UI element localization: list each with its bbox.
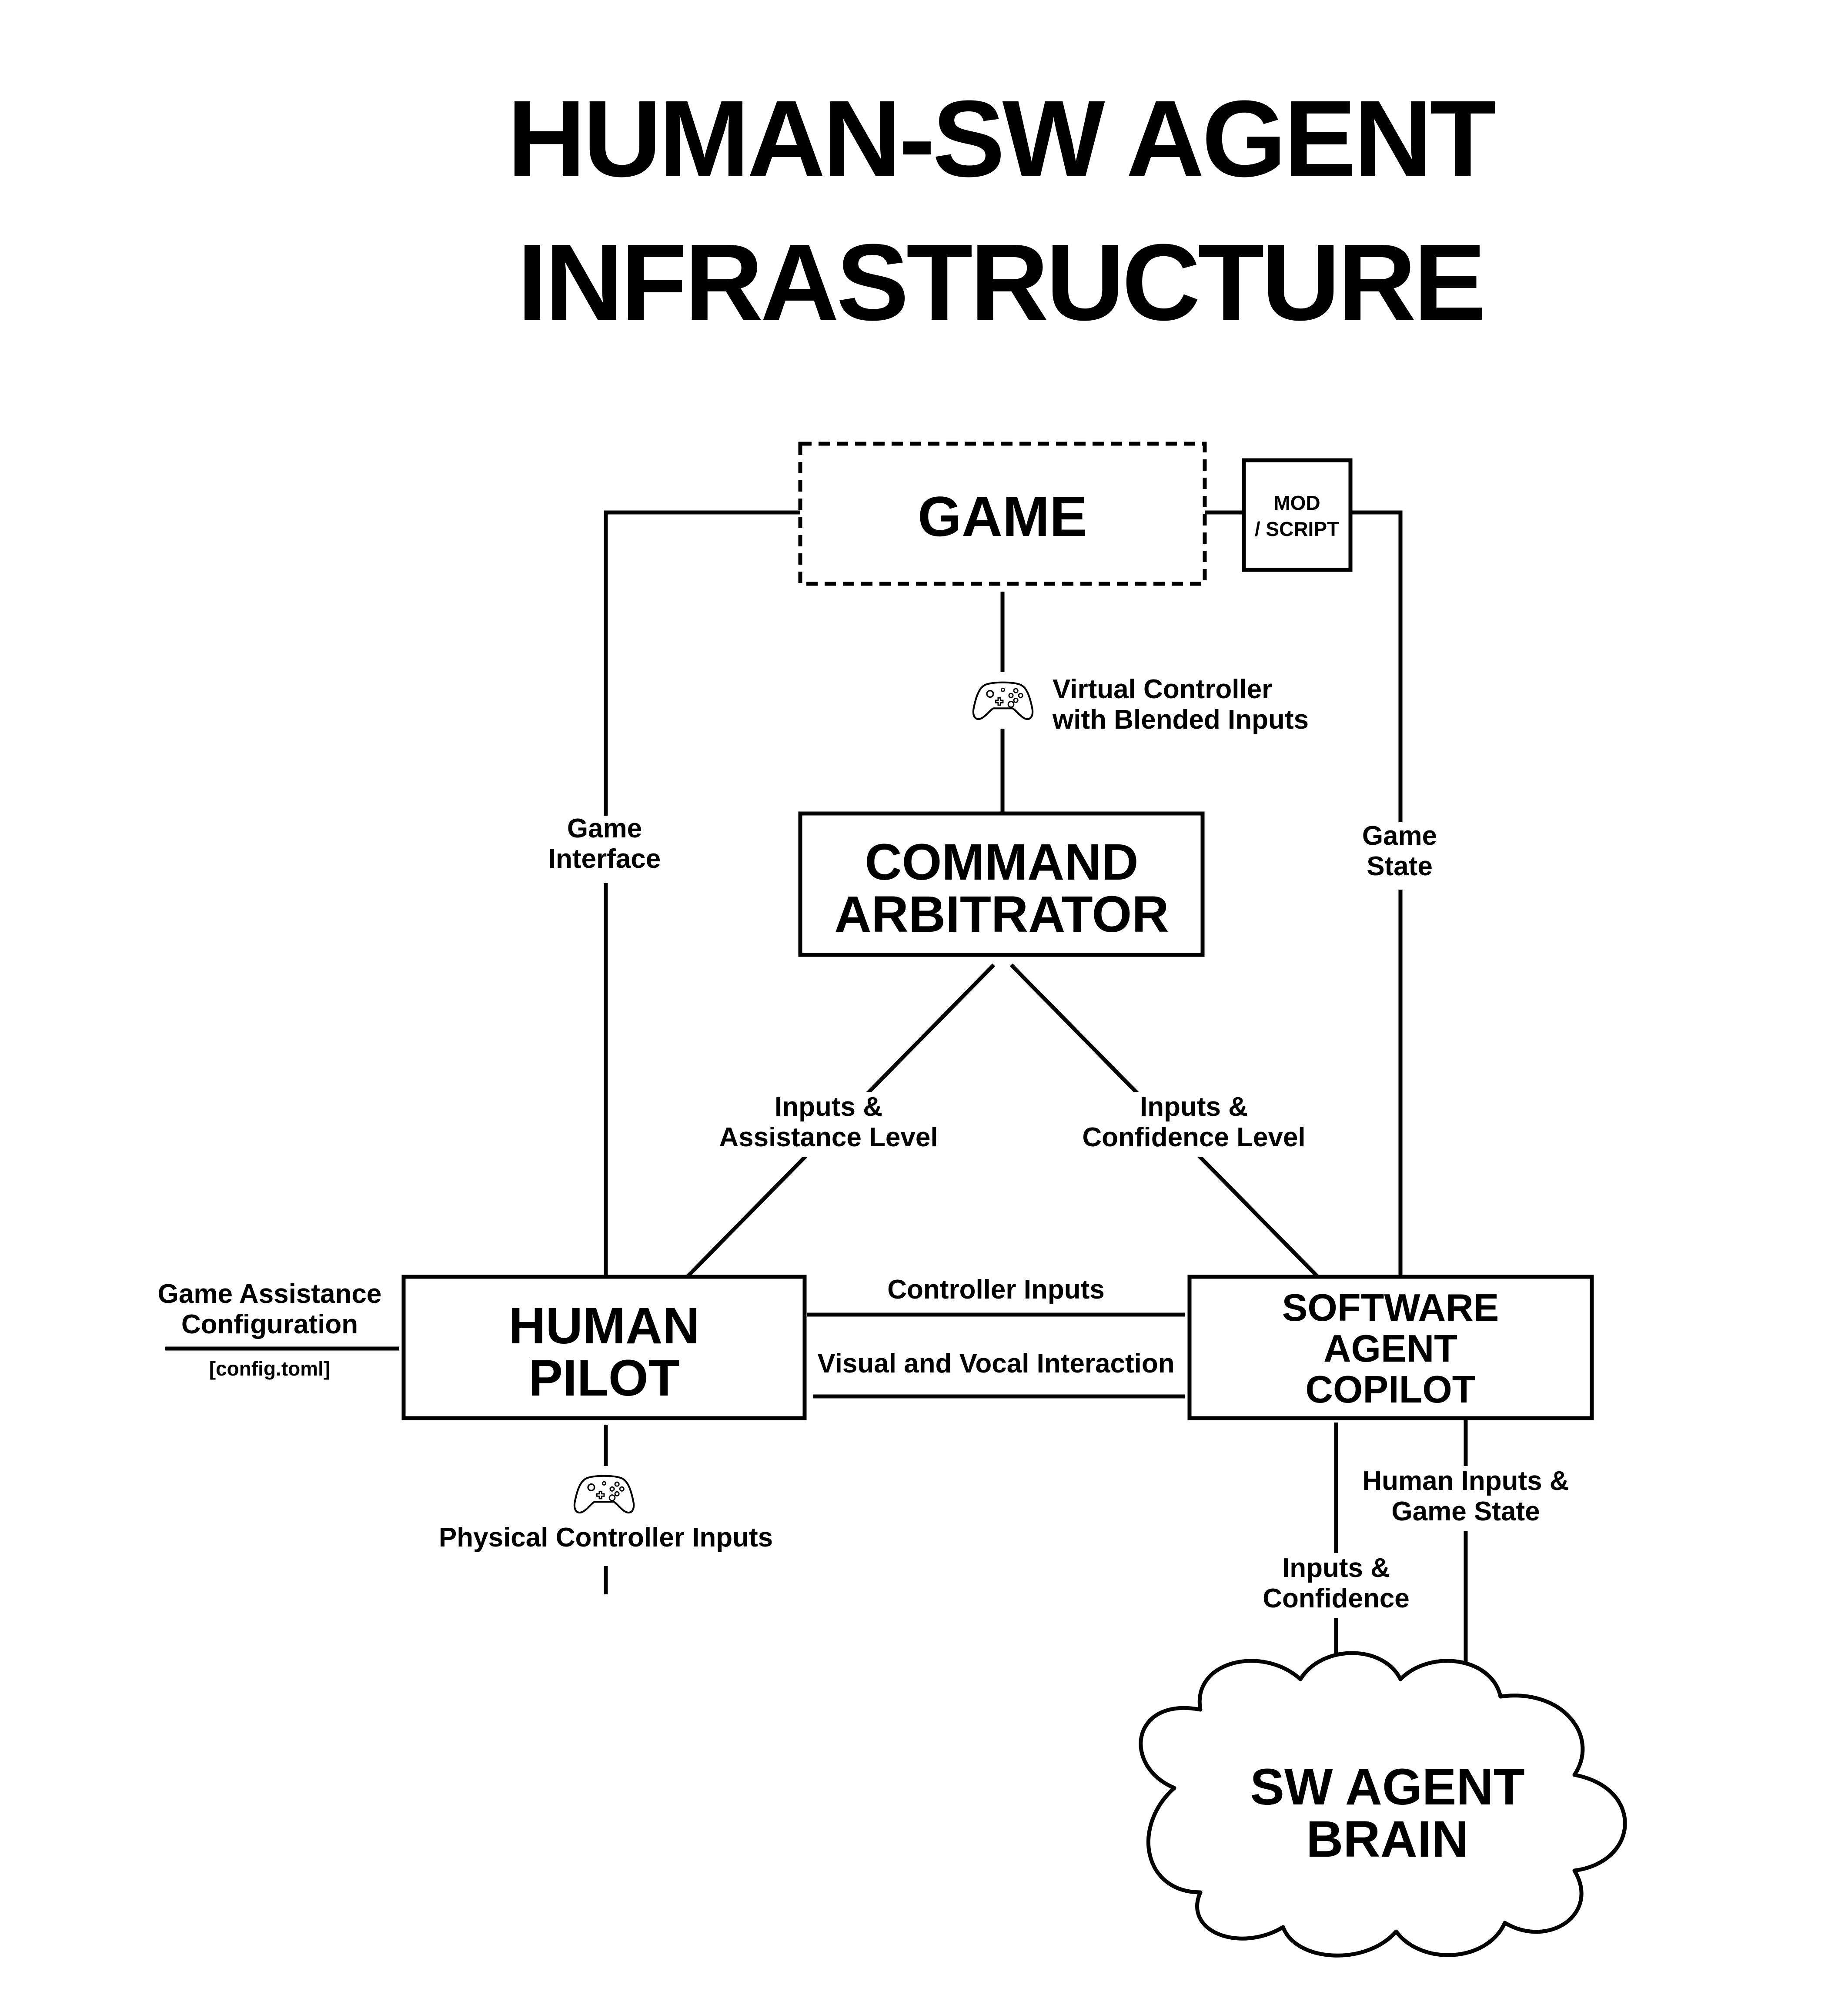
inputs-confidence-line-2: Confidence [1263, 1583, 1410, 1613]
label-inputs-confidence: Inputs & Confidence [1261, 1553, 1411, 1618]
brain-line-1: SW AGENT [1250, 1758, 1524, 1816]
node-software-agent-copilot: SOFTWARE AGENT COPILOT [1187, 1275, 1594, 1420]
human-pilot-line-2: PILOT [528, 1349, 679, 1407]
inputs-confidence-level-line-2: Confidence Level [1082, 1122, 1305, 1152]
inputs-assistance-line-1: Inputs & [775, 1092, 882, 1122]
game-state-line-2: State [1367, 851, 1433, 881]
label-game-assistance-config: Game Assistance Configuration [config.to… [158, 1279, 382, 1380]
human-pilot-line-1: HUMAN [508, 1297, 699, 1355]
config-file-label: [config.toml] [209, 1357, 331, 1380]
virtual-controller-line-2: with Blended Inputs [1052, 705, 1309, 735]
game-interface-line-2: Interface [548, 844, 661, 874]
label-game-state: Game State [1344, 821, 1457, 890]
game-assistance-config-line-2: Configuration [181, 1309, 358, 1339]
game-assistance-config-line-1: Game Assistance [158, 1279, 382, 1309]
command-arbitrator-line-2: ARBITRATOR [834, 886, 1169, 943]
diagram-title: HUMAN-SW AGENT INFRASTRUCTURE [507, 78, 1498, 343]
virtual-controller-line-1: Virtual Controller [1053, 674, 1272, 704]
game-state-line-1: Game [1362, 821, 1437, 851]
edge-game-state [1350, 510, 1403, 1279]
node-sw-agent-brain: SW AGENT BRAIN [1139, 1651, 1627, 1958]
physical-controller-label: Physical Controller Inputs [439, 1523, 773, 1553]
node-game: GAME [798, 442, 1207, 586]
title-line-1: HUMAN-SW AGENT [507, 78, 1495, 199]
game-label: GAME [918, 485, 1087, 548]
copilot-line-2: AGENT [1323, 1327, 1457, 1370]
human-inputs-game-state-line-1: Human Inputs & [1362, 1466, 1569, 1496]
node-mod-script: MOD / SCRIPT [1242, 458, 1353, 572]
label-inputs-assistance: Inputs & Assistance Level [713, 1092, 948, 1157]
controller-inputs-label: Controller Inputs [887, 1275, 1104, 1305]
brain-line-2: BRAIN [1306, 1811, 1469, 1868]
mod-script-line-1: MOD [1273, 492, 1320, 514]
node-human-pilot: HUMAN PILOT [401, 1275, 807, 1420]
inputs-confidence-line-1: Inputs & [1282, 1553, 1390, 1583]
title-line-2: INFRASTRUCTURE [517, 221, 1483, 343]
mod-script-line-2: / SCRIPT [1255, 518, 1339, 540]
human-inputs-game-state-line-2: Game State [1391, 1496, 1540, 1526]
command-arbitrator-line-1: COMMAND [865, 833, 1138, 891]
edge-game-interface [604, 510, 800, 1279]
copilot-line-3: COPILOT [1305, 1368, 1475, 1411]
game-interface-line-1: Game [567, 813, 642, 844]
label-inputs-confidence-level: Inputs & Confidence Level [1076, 1092, 1311, 1157]
visual-vocal-label: Visual and Vocal Interaction [817, 1349, 1174, 1379]
cloud-shape [1139, 1651, 1627, 1958]
label-game-interface: Game Interface [537, 813, 676, 883]
copilot-line-1: SOFTWARE [1282, 1286, 1499, 1329]
label-virtual-controller: Virtual Controller with Blended Inputs [968, 672, 1309, 735]
inputs-confidence-level-line-1: Inputs & [1140, 1092, 1248, 1122]
label-physical-controller: Physical Controller Inputs [435, 1466, 779, 1566]
node-command-arbitrator: COMMAND ARBITRATOR [798, 811, 1205, 957]
label-human-inputs-game-state: Human Inputs & Game State [1362, 1466, 1569, 1531]
inputs-assistance-line-2: Assistance Level [719, 1122, 938, 1152]
